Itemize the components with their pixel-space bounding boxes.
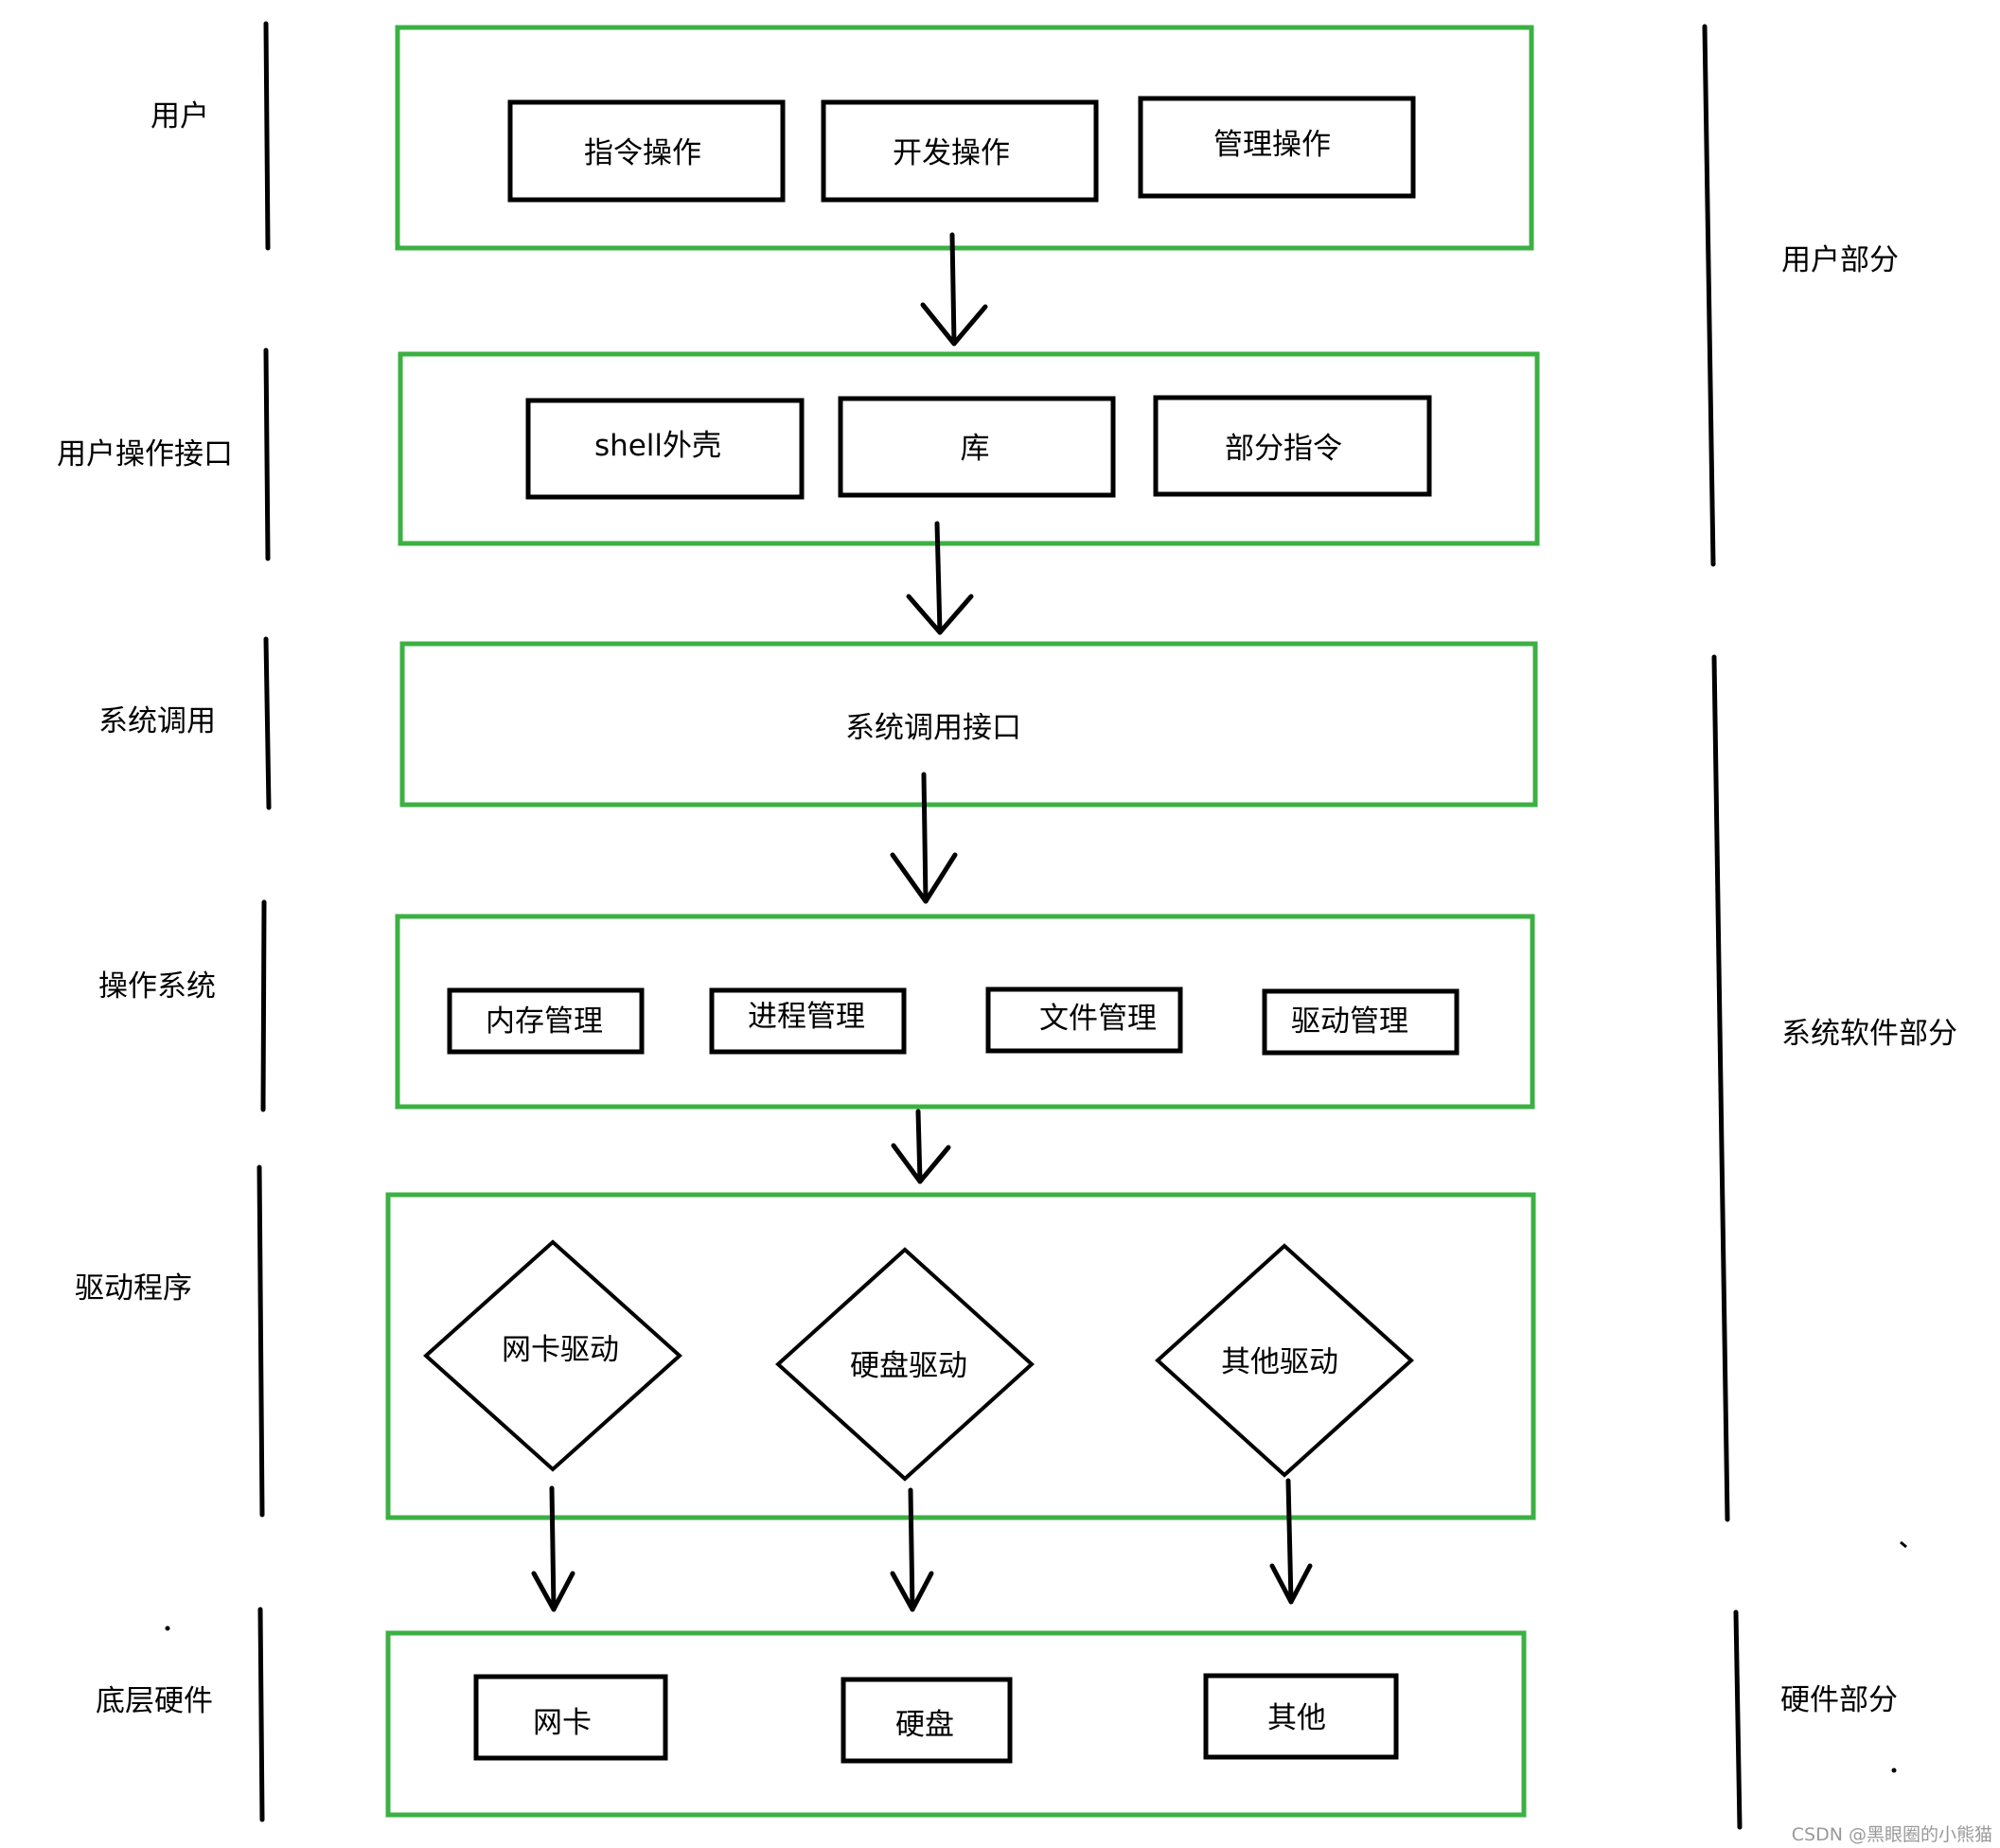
group-label-system-software-part: 系统软件部分 — [1781, 1017, 1957, 1051]
node-box-command-op — [507, 99, 786, 203]
node-box-driver-mgmt — [1262, 988, 1460, 1056]
separator-os — [260, 899, 267, 1112]
node-box-shell — [525, 398, 805, 500]
node-box-file-mgmt — [985, 986, 1183, 1054]
node-label-nic: 网卡 — [533, 1706, 592, 1740]
layer-box-os — [395, 914, 1535, 1110]
layer-label-os: 操作系统 — [98, 969, 216, 1004]
arrow-os-to-driver — [891, 1109, 951, 1184]
layer-box-hardware — [385, 1630, 1527, 1818]
stray-dot — [1891, 1768, 1897, 1773]
arrow-disk-driver-to-disk — [890, 1487, 934, 1612]
stray-mark — [1900, 1540, 1907, 1549]
arrow-user-to-interface — [920, 232, 988, 346]
watermark: CSDN @黑眼圈的小熊猫 — [1792, 1824, 1992, 1845]
node-label-partial-cmd: 部分指令 — [1225, 432, 1342, 466]
node-label-process-mgmt: 进程管理 — [748, 1000, 865, 1034]
group-label-hardware-part: 硬件部分 — [1780, 1683, 1898, 1717]
node-label-file-mgmt: 文件管理 — [1039, 1002, 1157, 1036]
node-diamond-other-driver — [1155, 1243, 1414, 1478]
layer-box-user — [395, 25, 1534, 251]
node-box-memory-mgmt — [447, 987, 645, 1055]
node-box-disk — [841, 1677, 1013, 1764]
node-label-other: 其他 — [1267, 1701, 1326, 1735]
arrow-other-driver-to-other — [1269, 1478, 1313, 1605]
layer-box-user-interface — [398, 351, 1540, 546]
node-label-nic-driver: 网卡驱动 — [502, 1333, 619, 1367]
arrow-interface-to-syscall — [906, 521, 974, 635]
node-box-dev-op — [821, 99, 1099, 203]
layer-label-user-interface: 用户操作接口 — [57, 437, 233, 471]
node-label-shell: shell外壳 — [594, 429, 721, 463]
node-label-driver-mgmt: 驱动管理 — [1291, 1004, 1408, 1039]
node-label-memory-mgmt: 内存管理 — [486, 1004, 603, 1039]
right-separators — [1702, 24, 1743, 1830]
layer-label-hardware: 底层硬件 — [96, 1684, 213, 1718]
group-line-system-software — [1711, 654, 1730, 1522]
node-label-other-driver: 其他驱动 — [1221, 1345, 1338, 1379]
node-box-nic — [473, 1674, 668, 1761]
node-box-admin-op — [1138, 96, 1416, 199]
arrow-nic-driver-to-nic — [531, 1485, 575, 1612]
separator-driver — [257, 1164, 265, 1518]
flow-arrows — [531, 232, 1313, 1612]
node-label-admin-op: 管理操作 — [1213, 128, 1331, 162]
layer-label-user: 用户 — [150, 99, 209, 133]
separator-user-interface — [263, 347, 271, 561]
node-label-command-op: 指令操作 — [584, 136, 701, 170]
node-box-partial-cmd — [1153, 395, 1432, 497]
node-label-disk: 硬盘 — [895, 1708, 954, 1742]
layer-label-syscall: 系统调用 — [98, 704, 216, 738]
separator-hardware — [257, 1607, 265, 1822]
group-line-user — [1702, 24, 1716, 567]
layer-box-driver — [385, 1192, 1536, 1520]
arrow-syscall-to-os — [890, 772, 958, 904]
left-separators — [257, 21, 272, 1822]
separator-user — [263, 21, 271, 251]
node-label-library: 库 — [961, 432, 990, 466]
node-diamond-disk-driver — [775, 1247, 1035, 1482]
node-label-dev-op: 开发操作 — [893, 136, 1010, 170]
layer-box-syscall — [399, 641, 1538, 808]
node-label-disk-driver: 硬盘驱动 — [850, 1349, 967, 1383]
node-diamond-nic-driver — [423, 1239, 682, 1472]
group-label-user-part: 用户部分 — [1781, 243, 1899, 277]
node-label-syscall-interface: 系统调用接口 — [845, 711, 1021, 745]
node-box-process-mgmt — [709, 987, 907, 1055]
stray-dot — [165, 1626, 170, 1631]
group-line-hardware — [1733, 1609, 1743, 1830]
node-box-other — [1203, 1673, 1399, 1760]
separator-syscall — [263, 636, 272, 810]
layer-label-driver: 驱动程序 — [75, 1271, 192, 1306]
node-box-library — [838, 396, 1116, 498]
